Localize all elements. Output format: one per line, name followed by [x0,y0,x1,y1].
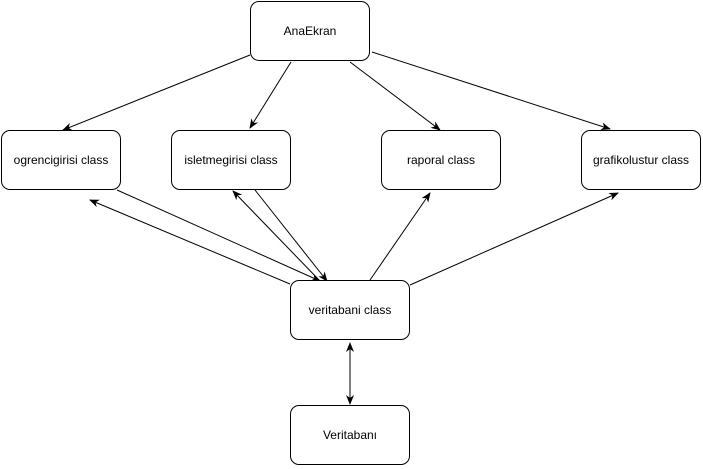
node-ogrencigirisi-class: ogrencigirisi class [1,130,121,190]
node-anaekran: AnaEkran [250,1,370,61]
edge-anaekran-to-grafikolustur [371,51,611,131]
node-raporal-class: raporal class [381,130,501,190]
node-veritabani-class: veritabani class [290,280,410,340]
edge-ogrencigirisi-to-veritabani-class [116,189,321,282]
edge-veritabani-class-to-ogrencigirisi [89,199,291,285]
node-veritabani-database: Veritabanı [290,405,410,465]
edge-anaekran-to-raporal [349,61,441,131]
edge-anaekran-to-isletmegirisi [249,61,292,129]
edge-anaekran-to-ogrencigirisi [62,54,251,131]
node-grafikolustur-class: grafikolustur class [581,130,701,190]
edge-veritabani-class-to-isletmegirisi [232,190,321,282]
edge-veritabani-class-to-grafikolustur [409,192,619,286]
node-isletmegirisi-class: isletmegirisi class [171,130,291,190]
edge-isletmegirisi-to-veritabani-class [254,189,328,282]
edge-veritabani-class-to-raporal [369,192,431,281]
